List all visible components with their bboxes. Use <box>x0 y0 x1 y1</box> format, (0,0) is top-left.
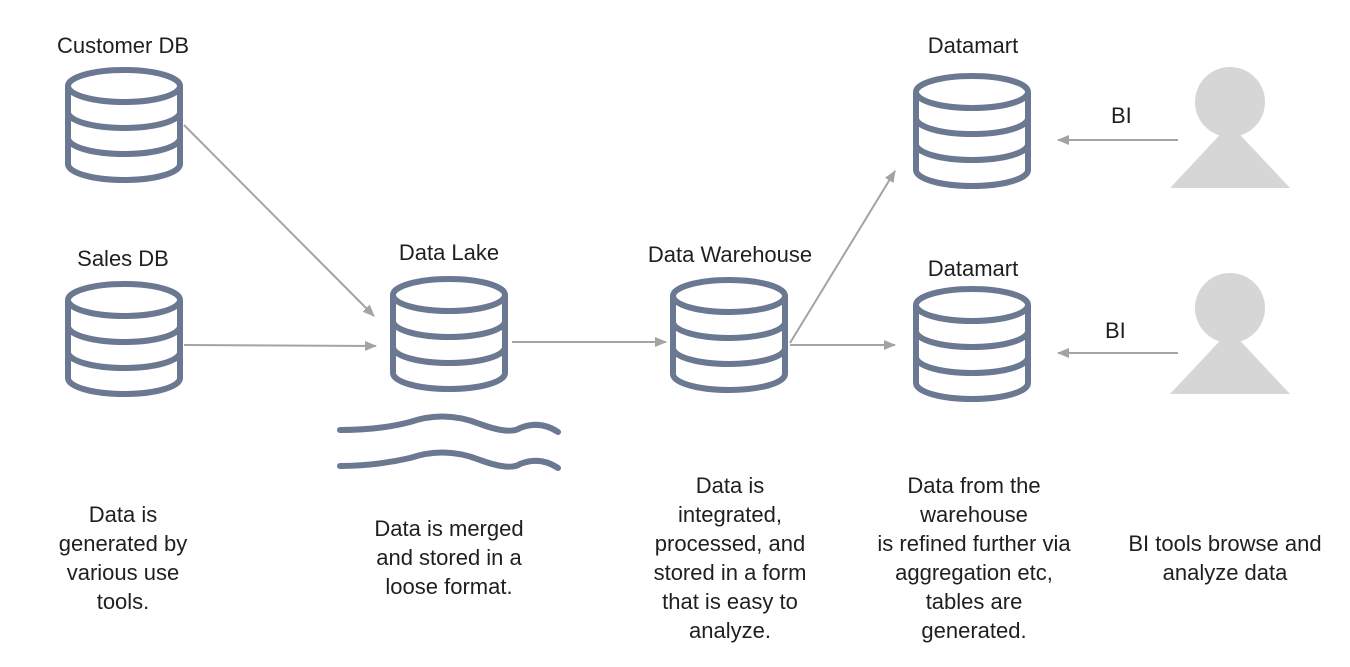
arrow-customer-to-lake <box>183 124 375 317</box>
user-icon <box>1170 67 1290 188</box>
sales-db-label: Sales DB <box>77 246 169 271</box>
customer-db-database-icon <box>68 70 180 180</box>
water-waves-icon <box>337 413 561 471</box>
datamart-description: Data from the warehouse is refined furth… <box>877 473 1071 643</box>
data-lake-description: Data is merged and stored in a loose for… <box>374 516 524 599</box>
arrow-warehouse-to-datamart-top <box>789 170 896 344</box>
datamart-bottom-database-icon <box>916 289 1028 399</box>
sources-description: Data is generated by various use tools. <box>58 502 188 614</box>
customer-db-label: Customer DB <box>56 33 190 58</box>
arrow-sales-to-lake <box>183 340 377 351</box>
data-warehouse-label: Data Warehouse <box>647 242 813 267</box>
bi-bottom-label: BI <box>1105 318 1126 343</box>
bi-description: BI tools browse and analyze data <box>1128 531 1322 585</box>
bi-top-label: BI <box>1111 103 1132 128</box>
sales-db-database-icon <box>68 284 180 394</box>
datamart-bottom-label: Datamart <box>927 256 1019 281</box>
data-lake-label: Data Lake <box>398 240 500 265</box>
datamart-top-label: Datamart <box>927 33 1019 58</box>
data-warehouse-description: Data is integrated, processed, and store… <box>653 473 807 643</box>
datamart-top-database-icon <box>916 76 1028 186</box>
data-warehouse-database-icon <box>673 280 785 390</box>
user-icon <box>1170 273 1290 394</box>
data-lake-database-icon <box>393 279 505 389</box>
